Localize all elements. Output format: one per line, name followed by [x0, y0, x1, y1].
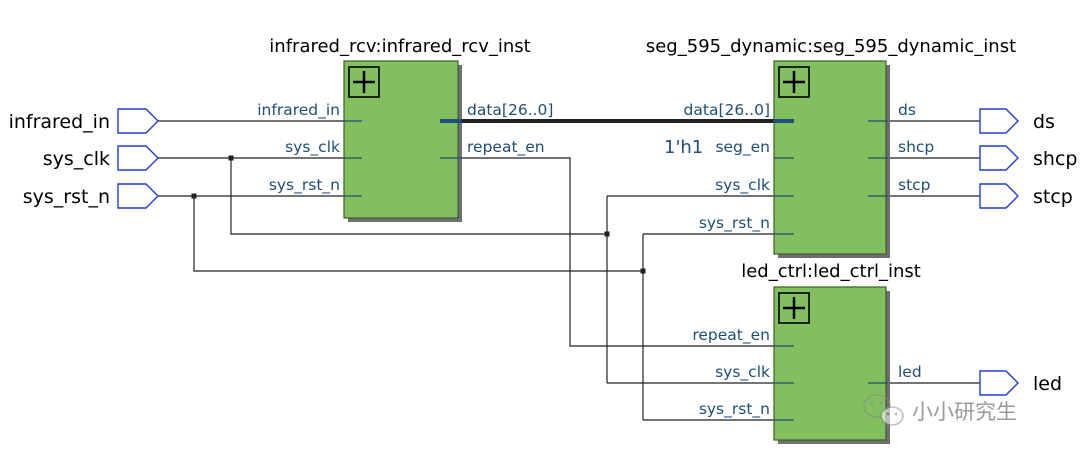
instance-infrared-rcv[interactable]: infrared_rcv:infrared_rcv_inst infrared_…: [257, 36, 553, 222]
wires: [158, 119, 980, 421]
wire-sys-clk-branch: [230, 158, 607, 235]
instance-seg-595-dynamic[interactable]: seg_595_dynamic:seg_595_dynamic_inst dat…: [646, 36, 1016, 258]
port-label: sys_clk: [43, 148, 110, 170]
port-label: shcp: [1033, 148, 1077, 170]
pin-repeat-en: repeat_en: [692, 326, 770, 345]
output-port-shcp[interactable]: shcp: [979, 145, 1077, 171]
pin-infrared-in: infrared_in: [257, 101, 340, 120]
wire-sys-rst-branch: [193, 196, 643, 272]
port-label: ds: [1033, 111, 1055, 133]
expand-icon[interactable]: [778, 292, 810, 324]
pin-sys-rst-n: sys_rst_n: [699, 400, 770, 419]
pin-sys-rst-n: sys_rst_n: [269, 176, 340, 195]
port-label: infrared_in: [9, 111, 110, 133]
pin-repeat-en-out: repeat_en: [467, 138, 545, 157]
pin-data-in: data[26..0]: [684, 101, 770, 119]
pin-ds: ds: [898, 101, 916, 119]
junction-rst-split: [640, 268, 646, 274]
junction-sys-rst-n: [191, 193, 197, 199]
pin-shcp: shcp: [898, 138, 934, 156]
watermark: 小小研究生: [863, 394, 1017, 426]
expand-icon[interactable]: [348, 66, 380, 98]
pin-sys-clk: sys_clk: [715, 363, 770, 382]
pin-sys-clk: sys_clk: [715, 176, 770, 195]
junction-clk-split: [604, 231, 610, 237]
instance-title: seg_595_dynamic:seg_595_dynamic_inst: [646, 36, 1016, 57]
port-label: stcp: [1033, 186, 1073, 208]
output-port-ds[interactable]: ds: [979, 108, 1055, 134]
expand-icon[interactable]: [778, 66, 810, 98]
constant-label: 1'h1: [664, 137, 703, 158]
instance-title: led_ctrl:led_ctrl_inst: [741, 261, 921, 282]
port-label: led: [1033, 373, 1062, 395]
pin-seg-en: seg_en: [715, 138, 770, 157]
input-port-sys-clk[interactable]: sys_clk: [43, 145, 159, 171]
instance-title: infrared_rcv:infrared_rcv_inst: [269, 36, 530, 57]
pin-data-out: data[26..0]: [467, 101, 553, 119]
watermark-text: 小小研究生: [912, 400, 1017, 424]
output-port-led[interactable]: led: [979, 370, 1062, 396]
pin-sys-rst-n: sys_rst_n: [699, 214, 770, 233]
input-port-infrared-in[interactable]: infrared_in: [9, 108, 159, 134]
pin-sys-clk: sys_clk: [285, 138, 340, 157]
port-label: sys_rst_n: [23, 186, 110, 208]
pin-led: led: [898, 363, 922, 381]
wire-repeat-en: [460, 157, 780, 347]
wechat-icon: [863, 394, 904, 426]
junction-sys-clk: [228, 155, 234, 161]
instance-led-ctrl[interactable]: led_ctrl:led_ctrl_inst repeat_en sys_clk…: [692, 261, 922, 444]
pin-stcp: stcp: [898, 176, 931, 194]
output-port-stcp[interactable]: stcp: [979, 183, 1073, 209]
input-port-sys-rst-n[interactable]: sys_rst_n: [23, 183, 159, 209]
